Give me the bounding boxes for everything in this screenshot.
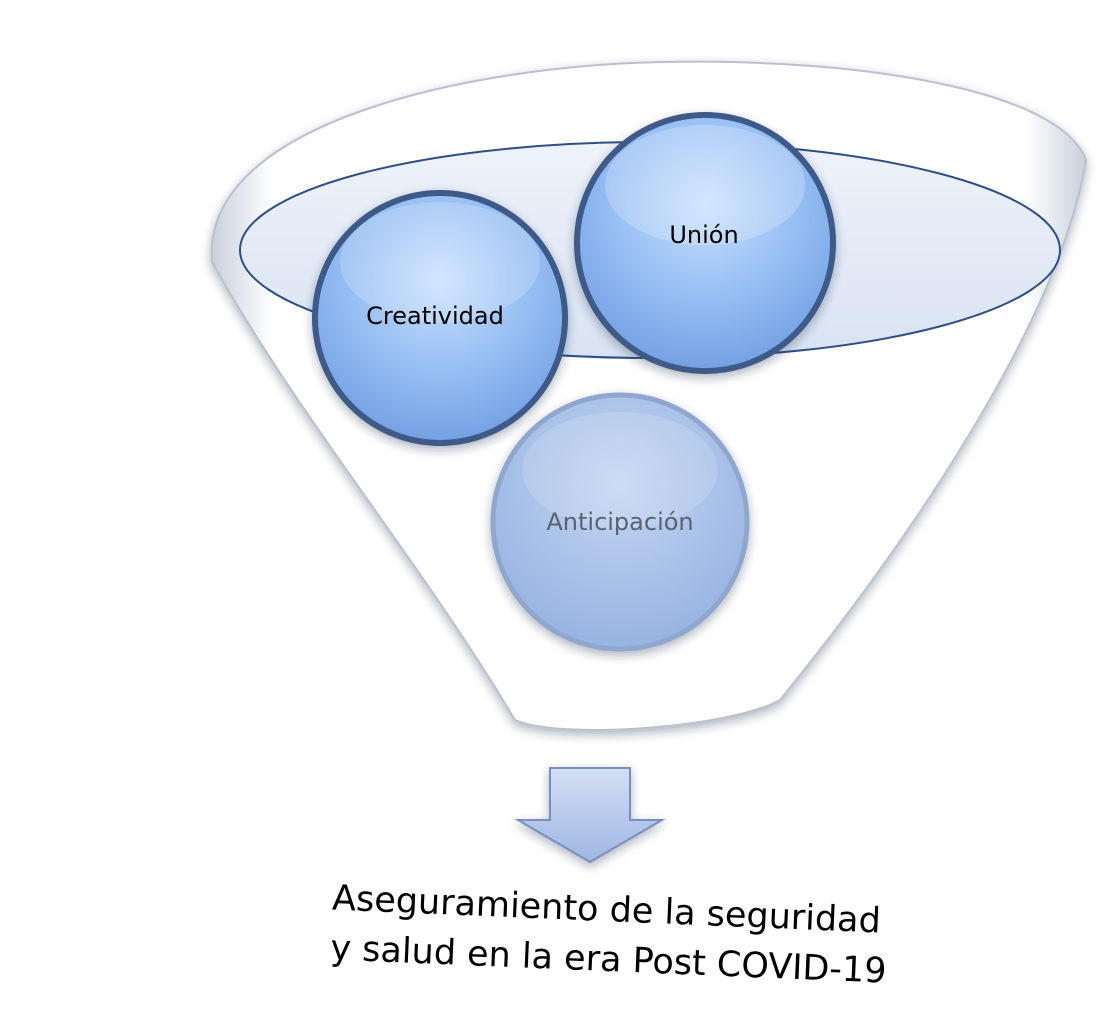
label-anticipacion: Anticipación <box>546 508 693 536</box>
circle-union: Unión <box>574 112 836 374</box>
circle-anticipacion: Anticipación <box>490 392 750 652</box>
down-arrow-icon <box>514 767 666 864</box>
label-creatividad: Creatividad <box>366 302 504 330</box>
label-union: Unión <box>669 221 738 249</box>
circle-creatividad: Creatividad <box>312 190 568 446</box>
